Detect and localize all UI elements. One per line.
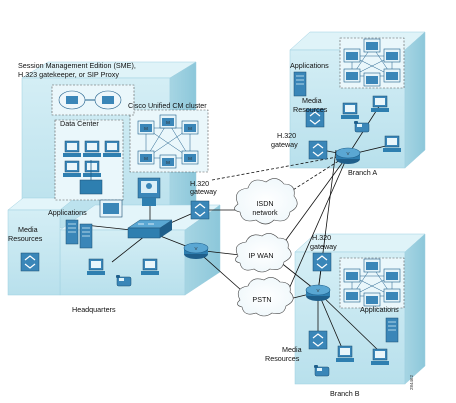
data-center-label: Data Center [60,119,99,128]
brancha-ip-phone-icon [370,95,390,113]
branchb-h320-label-line2: gateway [310,242,337,251]
branchb-h320-label-line1: H.320 [312,233,331,242]
cm-node-label: M [188,126,192,131]
link-branchb-pc [317,291,381,353]
branchb-media-resources-icon [308,330,328,350]
hq-applications-server-icon [79,223,93,249]
brancha-media-label-line1: Media [302,96,322,105]
link-branchb-phone [317,291,346,356]
branchb-ip-phone-icon [335,345,355,363]
isdn-label-line2: network [252,208,278,217]
branchb-applications-server-icon [385,317,399,343]
pstn-cloud: PSTN [237,277,294,317]
cm-node-label: M [188,156,192,161]
brancha-h320-label-line2: gateway [271,140,298,149]
brancha-router-label: V [346,151,349,156]
isdn-cloud: ISDN network [234,178,298,225]
hq-ip-phone-icon [86,258,106,276]
hq-media-resources-icon [20,252,40,272]
cm-node-label: M [144,156,148,161]
sme-servers [58,90,122,110]
branchb-router: V [305,284,331,302]
brancha-applications-label: Applications [290,61,329,70]
sme-label-line1: Session Management Edition (SME), [18,61,136,70]
hq-router: V [183,242,209,260]
pstn-label: PSTN [252,295,271,304]
brancha-h320-label-line1: H.320 [277,131,296,140]
hq-h320-label-line1: H.320 [190,179,209,188]
figure-id: 284462 [409,374,414,390]
hq-media-label-line1: Media [18,225,38,234]
brancha-ip-phone-icon [340,102,360,120]
cm-node-label: M [166,160,170,165]
brancha-router: V [335,147,361,165]
link-ipwan-brancha [274,154,349,256]
hq-media-label-line2: Resources [8,234,43,243]
branch-b-label: Branch B [330,389,360,398]
isdn-label-line1: ISDN [256,199,273,208]
hq-switch [127,219,173,239]
brancha-media-label-line2: Resources [293,105,328,114]
hq-ip-phone-icon [140,258,160,276]
brancha-cm-mesh [343,38,401,87]
branchb-router-label: V [316,288,319,293]
cm-cluster-label: Cisco Unified CM cluster [128,101,207,110]
cm-cluster-mesh: M M M M M M [137,114,199,169]
ip-wan-cloud: IP WAN [235,233,292,273]
link-isdn-brancha-dashed [284,154,349,196]
ip-wan-label: IP WAN [248,251,273,260]
branchb-media-label-line1: Media [282,345,302,354]
hq-h320-gateway-icon [190,200,210,220]
sme-label-line2: H.323 gatekeeper, or SIP Proxy [18,70,119,79]
brancha-pc-icon [382,135,402,153]
branchb-h320-gateway-icon [312,252,332,272]
branchb-media-label-line2: Resources [265,354,300,363]
hq-applications-label: Applications [48,208,87,217]
cm-node-label: M [144,126,148,131]
brancha-h320-gateway-icon [308,140,328,160]
hq-monitor [99,199,123,218]
branchb-cm-mesh [343,258,401,307]
branchb-applications-label: Applications [360,305,399,314]
hq-router-label: V [194,246,197,251]
data-center-devices [62,140,122,195]
hq-applications-server-icon [65,219,79,245]
cm-node-label: M [166,120,170,125]
hq-h320-label-line2: gateway [190,187,217,196]
brancha-applications-server-icon [293,71,307,97]
branch-a-label: Branch A [348,168,377,177]
hq-video-endpoint [137,177,161,206]
headquarters-label: Headquarters [72,305,116,314]
branchb-pc-icon [370,348,390,366]
